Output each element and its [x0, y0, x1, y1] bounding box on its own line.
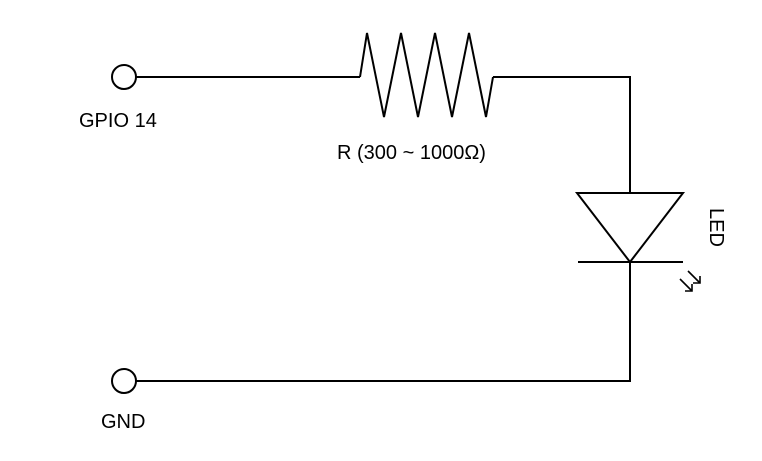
light-emission-icon — [679, 270, 701, 292]
gpio-label: GPIO 14 — [79, 110, 157, 132]
gnd-label: GND — [101, 411, 145, 433]
led-label: LED — [705, 208, 727, 247]
gnd-terminal — [111, 368, 137, 394]
wire-led-to-gnd — [136, 262, 631, 382]
led-triangle — [574, 192, 686, 264]
wire-resistor-to-led — [493, 76, 631, 193]
resistor-symbol — [359, 32, 494, 118]
gpio-terminal — [111, 64, 137, 90]
resistor-label: R (300 ~ 1000Ω) — [337, 142, 486, 164]
